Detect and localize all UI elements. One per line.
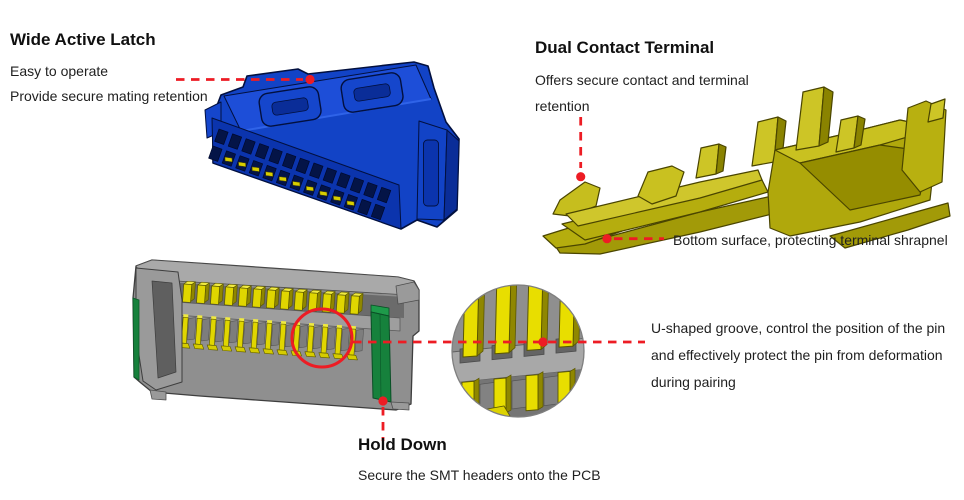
- latch-arm-right: [340, 72, 404, 113]
- hold-down-clip-left: [132, 297, 140, 381]
- annotation-dot-retention: [576, 172, 586, 182]
- u-shaped-groove-callout: U-shaped groove, control the position of…: [651, 315, 945, 396]
- annotation-dot-groove: [538, 337, 548, 347]
- blue-connector-illustration: [204, 61, 460, 230]
- dual-contact-terminal-title: Dual Contact Terminal: [535, 38, 715, 57]
- dual-contact-terminal-line1: Offers secure contact and terminal: [535, 72, 749, 88]
- annotation-dot-latch: [305, 74, 315, 85]
- u-shaped-groove-line2: and effectively protect the pin from def…: [651, 347, 943, 363]
- smt-header-illustration: [132, 259, 420, 411]
- latch-arm-left: [258, 86, 322, 127]
- wide-active-latch-line1: Easy to operate: [10, 63, 109, 79]
- wide-active-latch-title: Wide Active Latch: [10, 30, 156, 49]
- highlight-circle: [290, 307, 354, 369]
- magnified-detail-view: [451, 284, 585, 418]
- annotation-dot-hold-down: [378, 396, 388, 406]
- dual-terminal-illustration: [542, 86, 951, 255]
- u-shaped-groove-line3: during pairing: [651, 374, 736, 390]
- annotations: [176, 74, 664, 441]
- hold-down-title: Hold Down: [358, 435, 447, 454]
- hold-down-line1: Secure the SMT headers onto the PCB: [358, 467, 601, 483]
- dual-contact-terminal-line2: retention: [535, 98, 590, 114]
- wide-active-latch-line2: Provide secure mating retention: [10, 88, 208, 104]
- u-shaped-groove-line1: U-shaped groove, control the position of…: [651, 320, 946, 336]
- annotation-dot-bottom-surface: [602, 234, 612, 244]
- bottom-surface-callout: Bottom surface, protecting terminal shra…: [673, 232, 948, 248]
